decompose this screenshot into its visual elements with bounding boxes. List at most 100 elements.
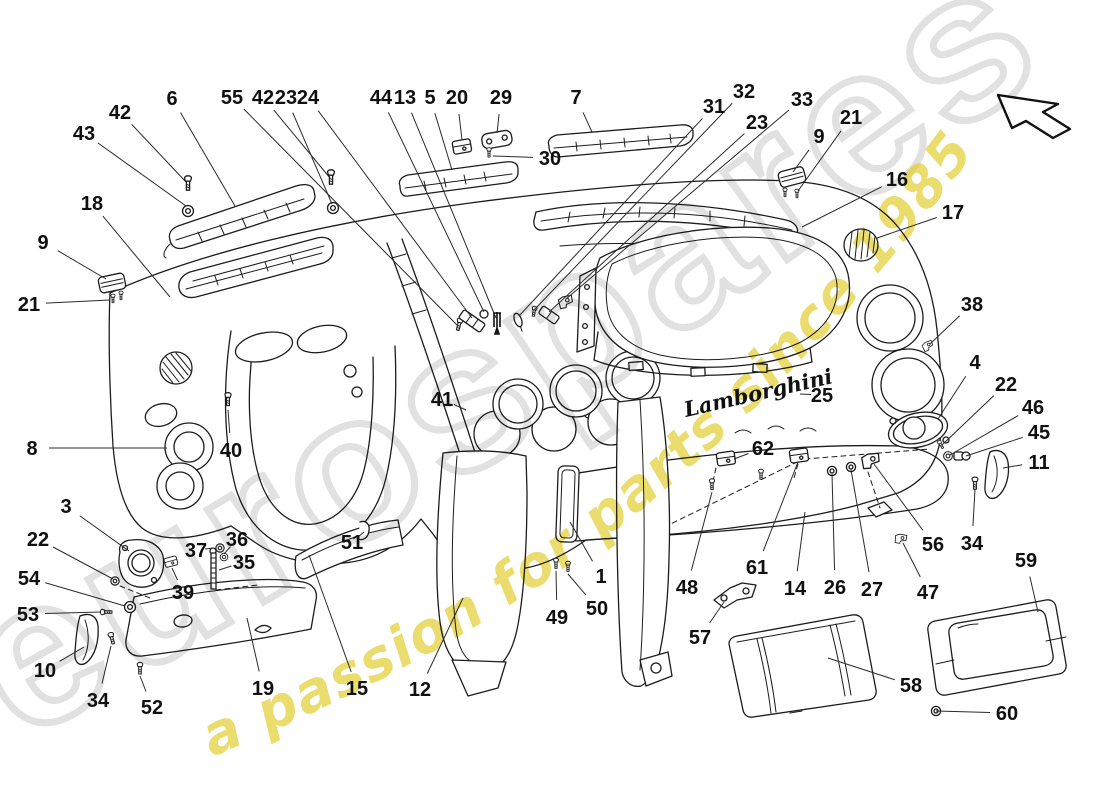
glovebox-lid (728, 614, 877, 718)
part-label-29-11[interactable]: 29 (490, 87, 512, 109)
leader-line (876, 217, 938, 239)
bracket-57 (713, 582, 757, 609)
part-label-1-51[interactable]: 1 (595, 566, 606, 588)
part-label-51-41[interactable]: 51 (341, 532, 363, 554)
part-label-34-46[interactable]: 34 (87, 690, 110, 712)
part-label-44-7[interactable]: 44 (370, 87, 393, 109)
part-label-30-13[interactable]: 30 (539, 148, 561, 170)
part-label-23-5[interactable]: 23 (275, 87, 297, 109)
part-label-21-24[interactable]: 21 (18, 294, 40, 316)
hatched-vent-right (848, 229, 876, 260)
cowl-lower-trim (294, 519, 404, 580)
part-label-6-2[interactable]: 6 (166, 88, 177, 110)
part-label-40-32[interactable]: 40 (220, 440, 242, 462)
part-label-42-4[interactable]: 42 (252, 87, 274, 109)
part-label-13-8[interactable]: 13 (394, 87, 416, 109)
part-label-59-63[interactable]: 59 (1015, 550, 1037, 572)
part-label-60-65[interactable]: 60 (996, 703, 1018, 725)
leader-line (569, 521, 593, 562)
part-label-14-57[interactable]: 14 (784, 578, 807, 600)
part-label-55-3[interactable]: 55 (221, 87, 243, 109)
part-label-25-34[interactable]: 25 (811, 385, 833, 407)
part-label-10-45[interactable]: 10 (34, 660, 56, 682)
leader-line (941, 395, 995, 446)
leader-line (733, 453, 749, 460)
clip-icon (894, 533, 908, 545)
part-label-32-15[interactable]: 32 (733, 81, 755, 103)
part-label-19-48[interactable]: 19 (252, 678, 274, 700)
leader-line (227, 409, 231, 434)
clip-icon (451, 137, 473, 156)
part-label-46-28[interactable]: 46 (1022, 397, 1044, 419)
part-label-22-37[interactable]: 22 (27, 529, 49, 551)
part-label-33-17[interactable]: 33 (791, 89, 813, 111)
washer-icon (326, 201, 340, 215)
part-label-9-23[interactable]: 9 (37, 232, 48, 254)
part-label-34-62[interactable]: 34 (961, 533, 984, 555)
leader-line (567, 573, 587, 596)
part-label-8-31[interactable]: 8 (26, 438, 37, 460)
part-label-15-49[interactable]: 15 (346, 678, 368, 700)
part-label-43-0[interactable]: 43 (73, 123, 95, 145)
washer-icon (943, 451, 953, 461)
glovebox-trim-band (559, 425, 949, 542)
part-label-53-43[interactable]: 53 (17, 604, 39, 626)
part-label-4-26[interactable]: 4 (969, 352, 981, 374)
leader-line (929, 315, 961, 345)
part-label-39-44[interactable]: 39 (172, 582, 194, 604)
part-label-38-25[interactable]: 38 (961, 294, 983, 316)
part-label-12-50[interactable]: 12 (409, 679, 431, 701)
part-label-47-60[interactable]: 47 (917, 582, 939, 604)
leader-line (850, 469, 870, 573)
leader-line (533, 102, 733, 311)
part-label-18-22[interactable]: 18 (81, 193, 103, 215)
part-label-7-12[interactable]: 7 (570, 87, 581, 109)
leader-line (273, 109, 331, 179)
airbag-panel (576, 226, 851, 377)
screw-icon (971, 476, 979, 490)
part-label-11-30[interactable]: 11 (1028, 452, 1049, 474)
part-label-36-39[interactable]: 36 (226, 529, 248, 551)
part-label-42-1[interactable]: 42 (109, 102, 131, 124)
leader-line (518, 118, 703, 317)
part-label-57-55[interactable]: 57 (689, 627, 711, 649)
part-label-50-53[interactable]: 50 (586, 598, 608, 620)
leader-line (799, 393, 812, 395)
part-label-20-10[interactable]: 20 (446, 87, 468, 109)
part-label-22-27[interactable]: 22 (995, 374, 1017, 396)
part-label-9-18[interactable]: 9 (813, 126, 824, 148)
part-label-56-61[interactable]: 56 (922, 534, 944, 556)
leader-line (218, 565, 232, 571)
part-label-23-16[interactable]: 23 (746, 112, 768, 134)
part-label-5-9[interactable]: 5 (424, 87, 435, 109)
part-label-62-35[interactable]: 62 (752, 438, 774, 460)
part-label-58-64[interactable]: 58 (900, 675, 922, 697)
back-arrow-icon[interactable] (996, 93, 1072, 140)
part-label-54-42[interactable]: 54 (18, 568, 41, 590)
part-label-48-54[interactable]: 48 (676, 577, 698, 599)
part-label-37-38[interactable]: 37 (185, 540, 207, 562)
part-label-31-14[interactable]: 31 (703, 96, 725, 118)
instrument-rings (473, 350, 661, 458)
part-label-61-56[interactable]: 61 (746, 557, 768, 579)
leader-line (831, 473, 836, 571)
part-label-17-21[interactable]: 17 (942, 202, 964, 224)
leader-line (690, 491, 713, 571)
leader-line (79, 515, 130, 552)
part-label-26-58[interactable]: 26 (824, 577, 846, 599)
part-label-41-33[interactable]: 41 (431, 389, 453, 411)
part-label-45-29[interactable]: 45 (1028, 422, 1050, 444)
part-label-16-20[interactable]: 16 (886, 169, 908, 191)
vent-strip-center (398, 161, 519, 197)
part-label-3-36[interactable]: 3 (60, 496, 71, 518)
part-label-35-40[interactable]: 35 (233, 552, 255, 574)
leader-line (965, 436, 1024, 457)
vent-strip-right (547, 124, 694, 158)
part-label-49-52[interactable]: 49 (546, 607, 568, 629)
part-label-52-47[interactable]: 52 (141, 697, 163, 719)
clip-icon (788, 447, 810, 464)
part-label-27-59[interactable]: 27 (861, 579, 883, 601)
part-label-21-19[interactable]: 21 (840, 107, 862, 129)
part-label-24-6[interactable]: 24 (297, 87, 320, 109)
